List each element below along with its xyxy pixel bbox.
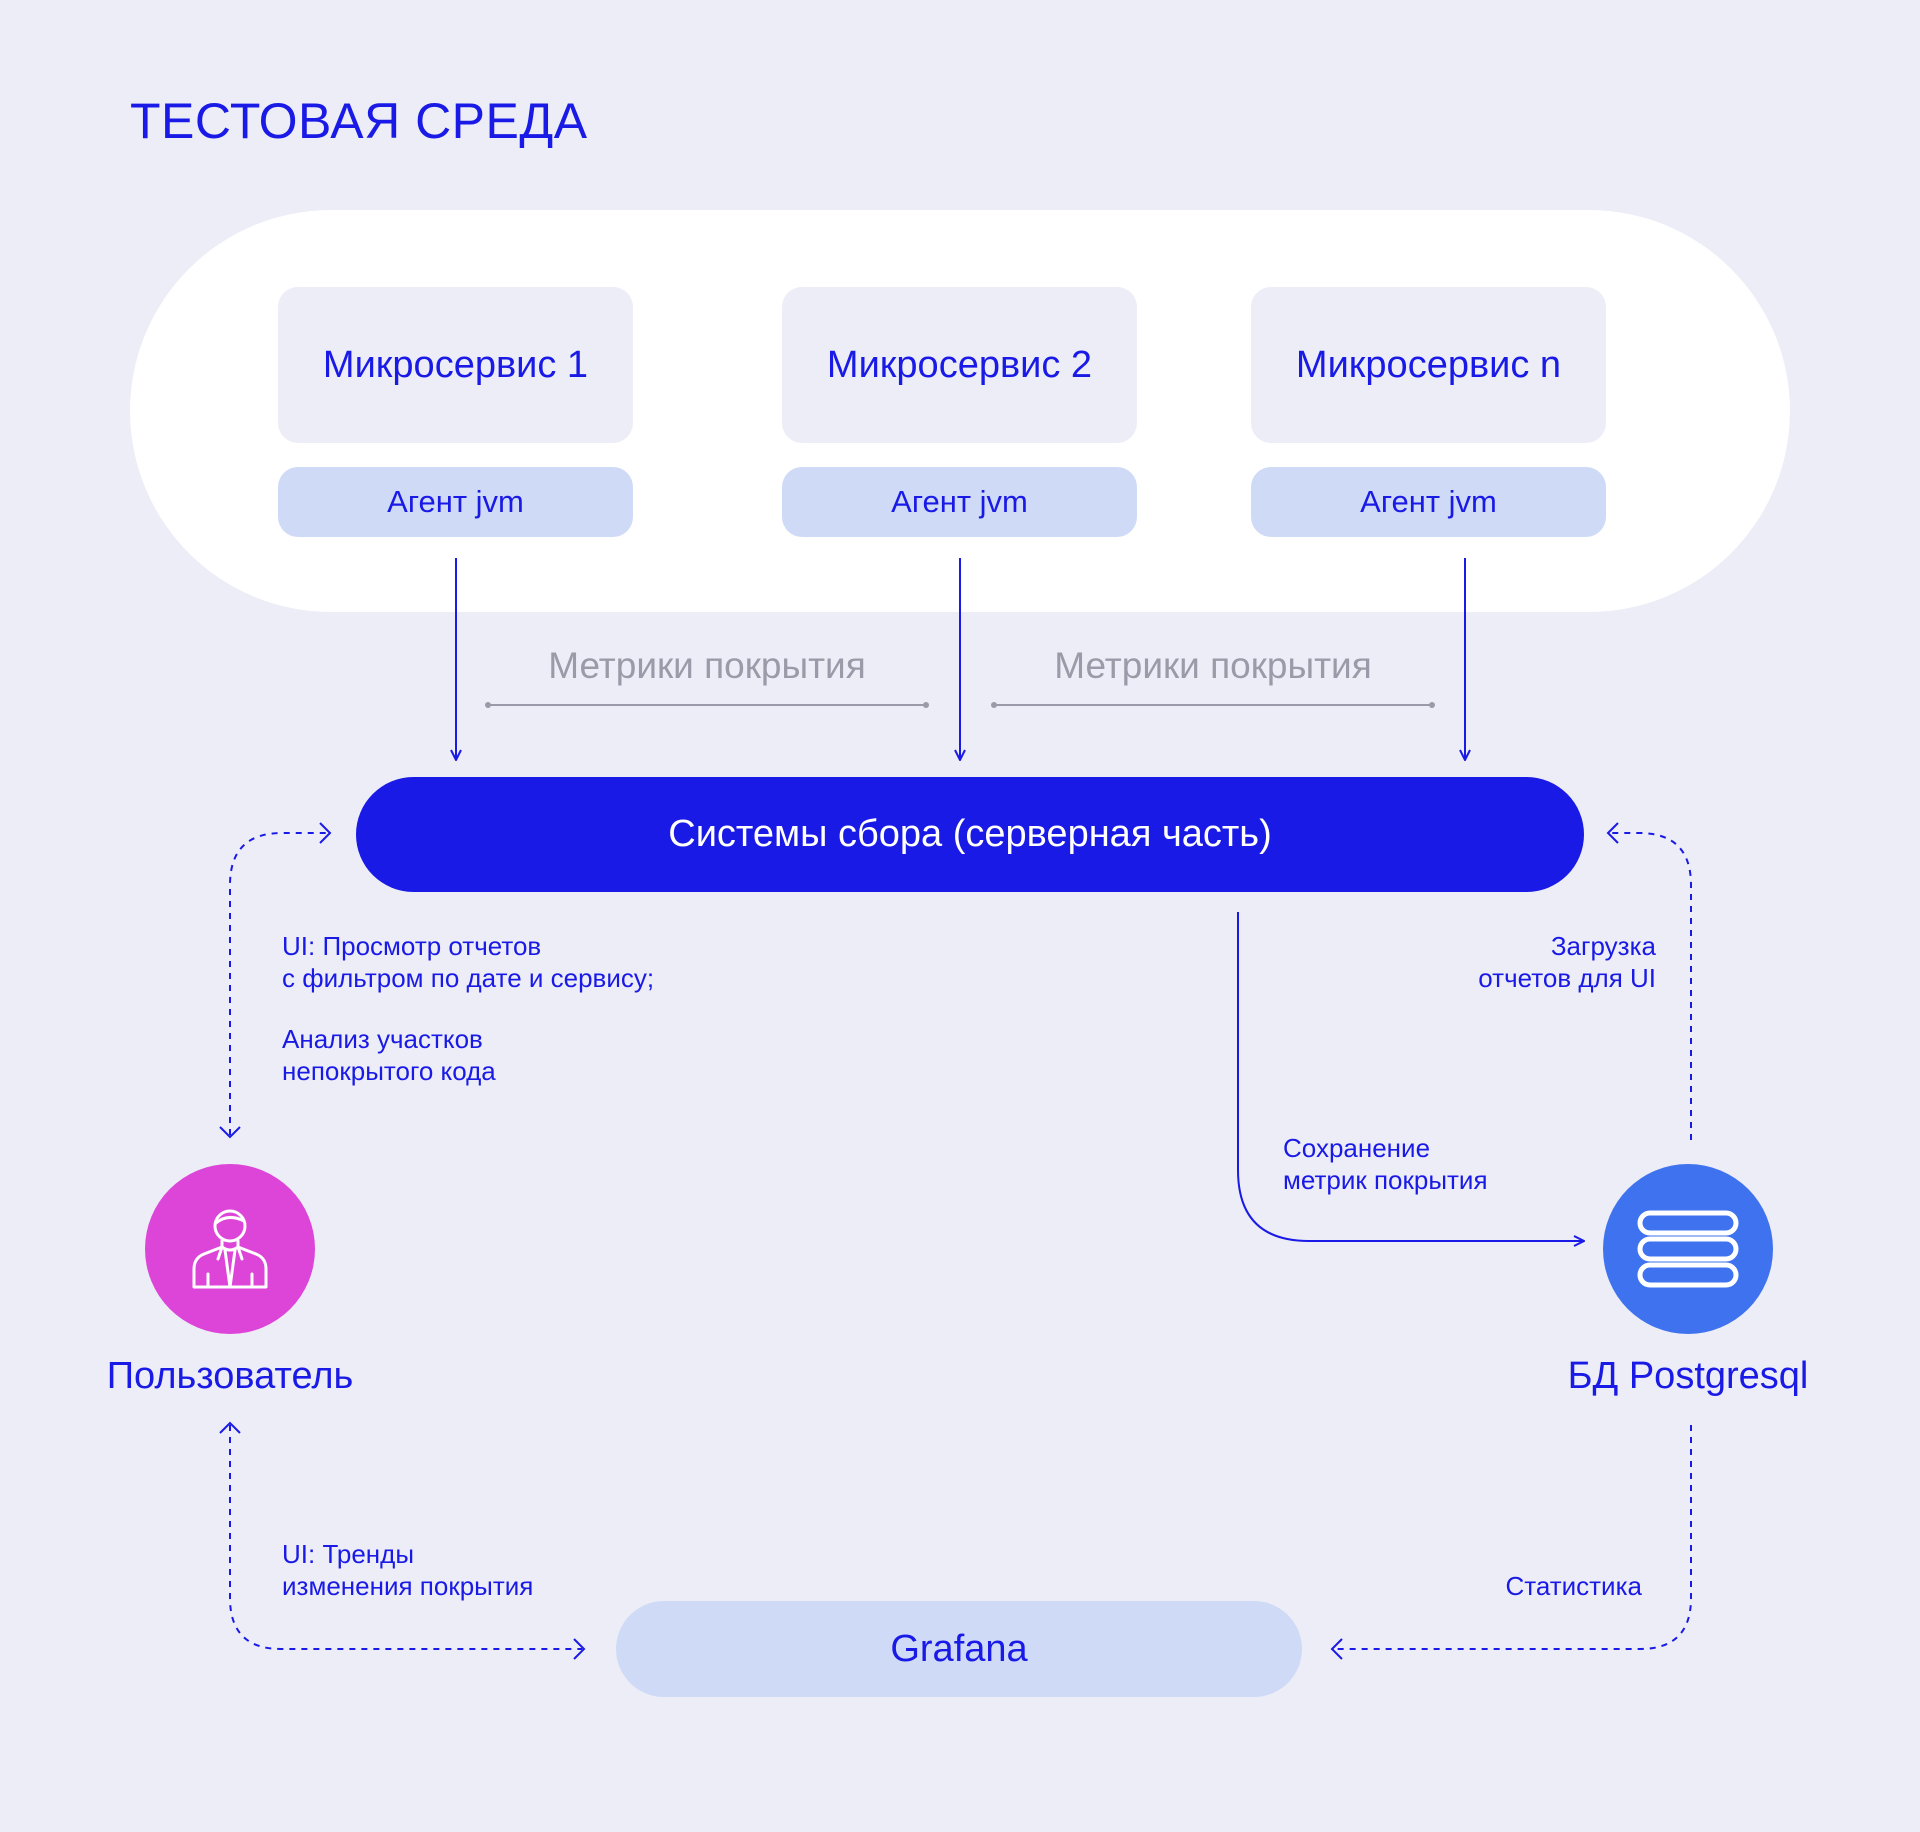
arrow-user-grafana <box>229 1425 582 1650</box>
note-statistics: Статистика <box>1505 1571 1642 1601</box>
user-icon <box>192 1209 268 1289</box>
metrics-label-1: Метрики покрытия <box>548 645 866 686</box>
database-icon <box>1637 1210 1739 1288</box>
arrow-db-to-collector <box>1608 832 1692 1140</box>
microservice-n-card: Микросервис n <box>1251 287 1606 443</box>
metrics-label-2: Метрики покрытия <box>1054 645 1372 686</box>
arrow-user-collector <box>229 832 330 1135</box>
microservice-2-card: Микросервис 2 <box>782 287 1137 443</box>
grafana-node: Grafana <box>616 1601 1302 1697</box>
agent-jvm-2: Агент jvm <box>782 467 1137 537</box>
collector-system: Системы сбора (серверная часть) <box>356 777 1584 892</box>
note-load-reports: Загрузка отчетов для UI <box>1478 931 1656 993</box>
note-ui-reports: UI: Просмотр отчетов с фильтром по дате … <box>282 931 655 993</box>
user-label: Пользователь <box>106 1355 354 1397</box>
note-ui-trends: UI: Тренды изменения покрытия <box>282 1539 534 1601</box>
note-save-metrics: Сохранение метрик покрытия <box>1283 1133 1488 1195</box>
database-node <box>1603 1164 1773 1334</box>
agent-jvm-n: Агент jvm <box>1251 467 1606 537</box>
agent-jvm-1: Агент jvm <box>278 467 633 537</box>
arrow-collector-to-db <box>1237 912 1584 1241</box>
database-label: БД Postgresql <box>1567 1355 1809 1397</box>
note-analysis: Анализ участков непокрытого кода <box>282 1024 496 1086</box>
microservice-1-card: Микросервис 1 <box>278 287 633 443</box>
arrow-db-to-grafana <box>1332 1425 1692 1650</box>
page-title: ТЕСТОВАЯ СРЕДА <box>130 93 588 149</box>
user-node <box>145 1164 315 1334</box>
